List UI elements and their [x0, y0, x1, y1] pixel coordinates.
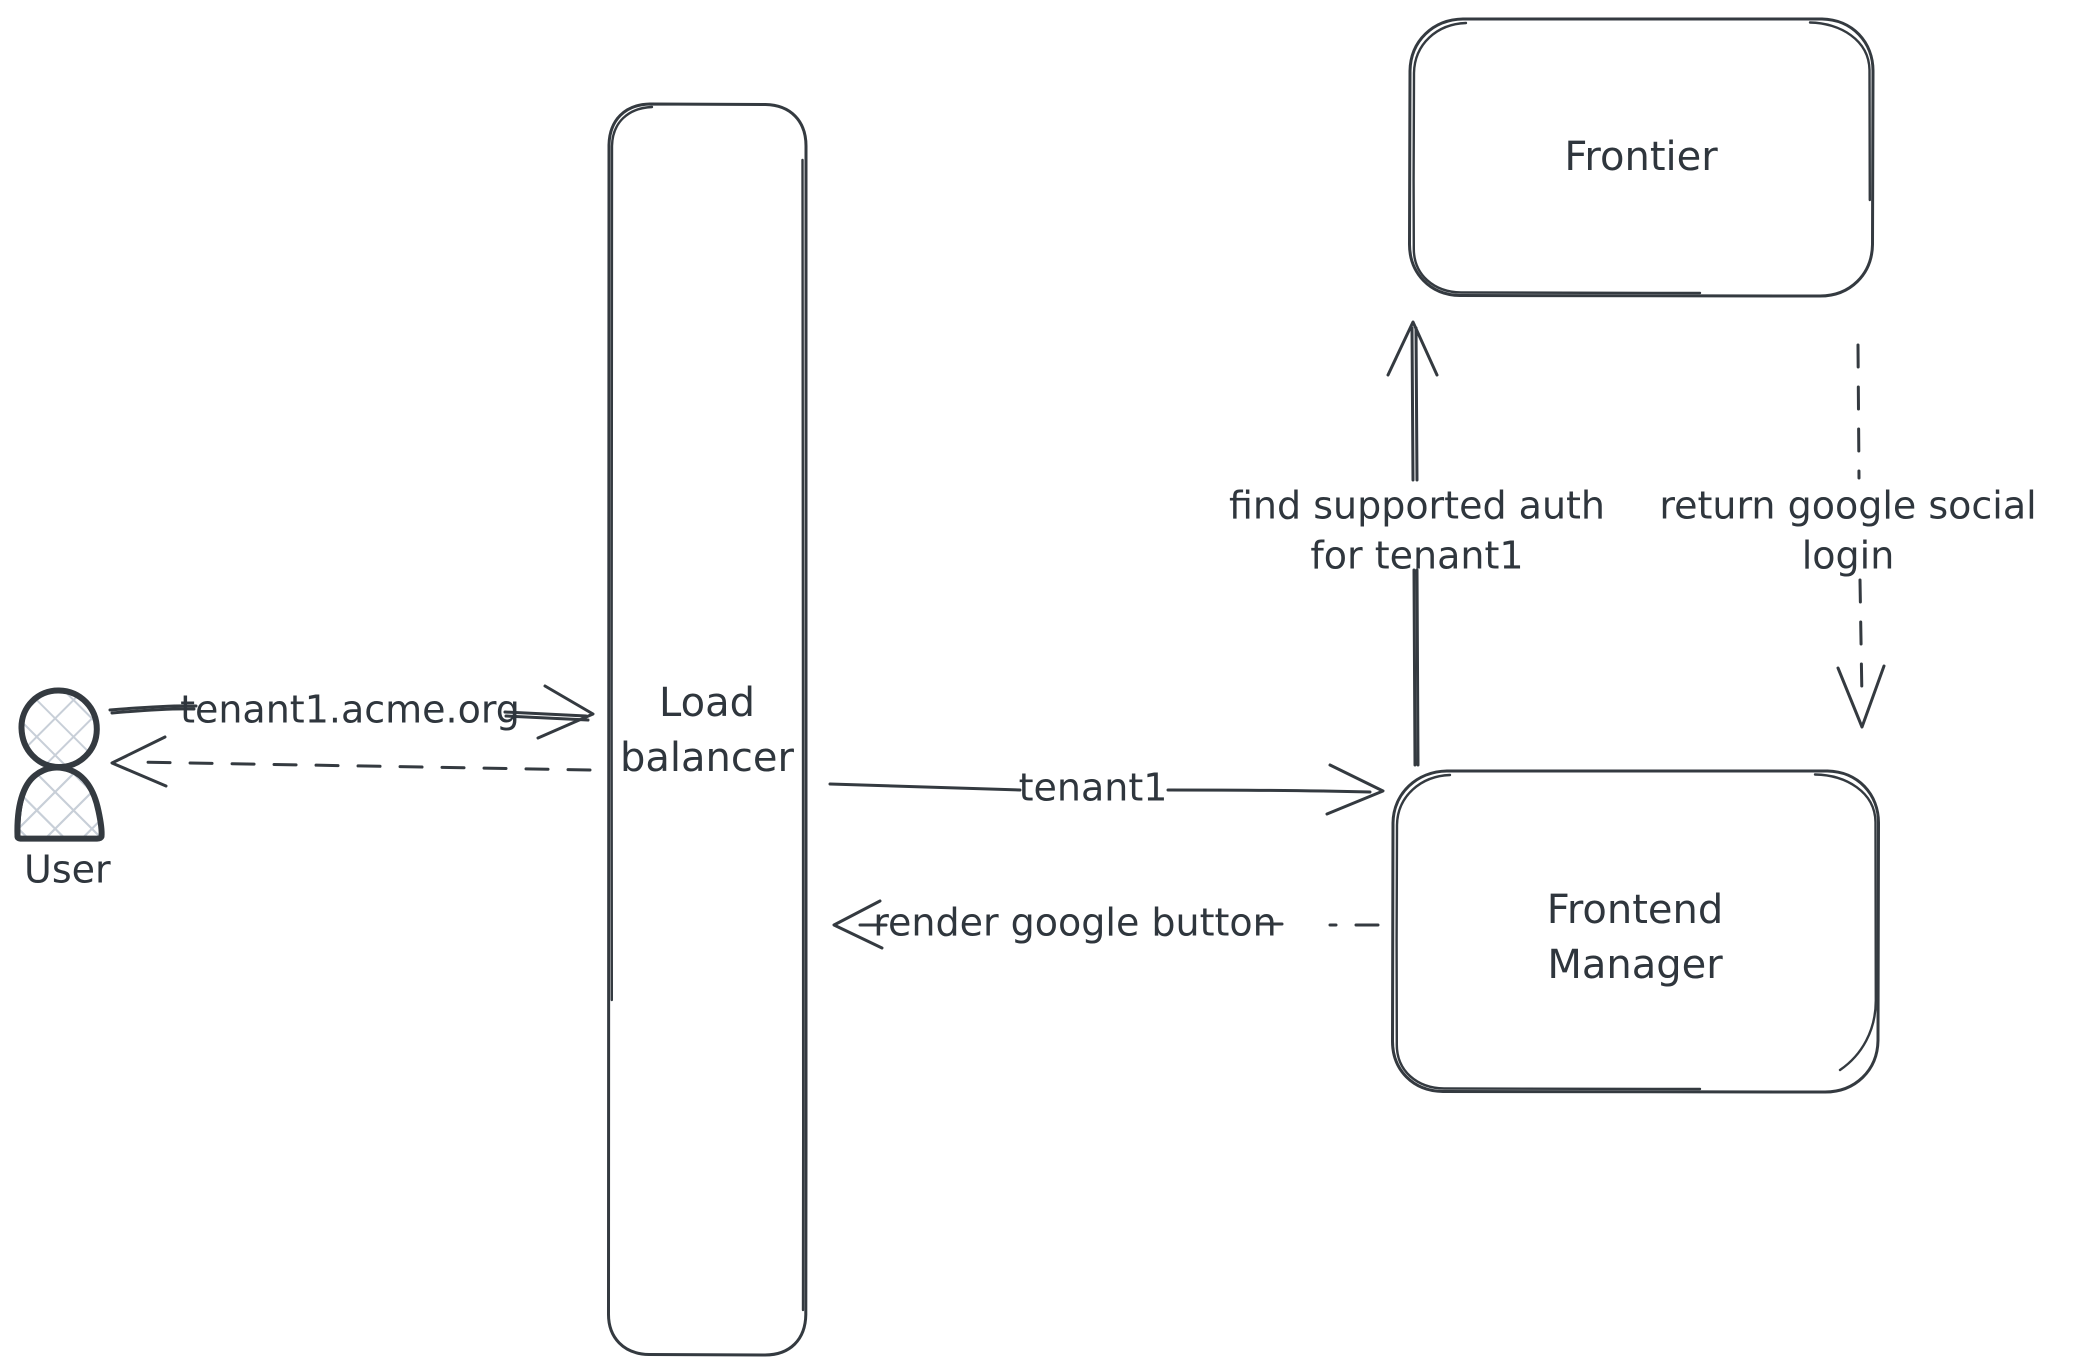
node-frontend-manager-label-line2: Manager — [1547, 942, 1723, 988]
user-body-icon — [14, 764, 105, 842]
edge-user-to-lb[interactable]: tenant1.acme.org — [108, 684, 595, 740]
node-frontend-manager-label-line1: Frontend — [1547, 887, 1724, 933]
user-head-icon — [18, 687, 100, 771]
edge-lb-to-fm-label: tenant1 — [1019, 766, 1168, 810]
node-frontier[interactable]: Frontier — [1407, 17, 1875, 298]
actor-user-label: User — [24, 848, 111, 892]
edge-frontier-to-fm-label-line2: login — [1802, 534, 1895, 578]
edge-fm-to-frontier[interactable]: find supported auth for tenant1 — [1229, 320, 1605, 767]
node-load-balancer-label-line2: balancer — [620, 735, 794, 781]
edge-lb-to-fm[interactable]: tenant1 — [828, 763, 1385, 816]
edge-fm-to-frontier-label-line2: for tenant1 — [1310, 534, 1523, 578]
edge-fm-to-frontier-label-line1: find supported auth — [1229, 484, 1605, 528]
edge-fm-to-lb-label: render google button — [873, 901, 1277, 945]
node-frontier-label: Frontier — [1564, 134, 1718, 180]
edge-lb-to-user[interactable] — [110, 735, 592, 788]
actor-user[interactable]: User — [14, 687, 111, 892]
node-frontend-manager[interactable]: Frontend Manager — [1390, 769, 1881, 1094]
edge-fm-to-lb[interactable]: render google button — [832, 899, 1380, 950]
edge-user-to-lb-label: tenant1.acme.org — [180, 688, 520, 732]
edge-frontier-to-fm-label-line1: return google social — [1659, 484, 2036, 528]
node-load-balancer[interactable]: Load balancer — [606, 102, 808, 1357]
edge-frontier-to-fm[interactable]: return google social login — [1659, 343, 2037, 729]
node-load-balancer-label-line1: Load — [659, 680, 755, 726]
